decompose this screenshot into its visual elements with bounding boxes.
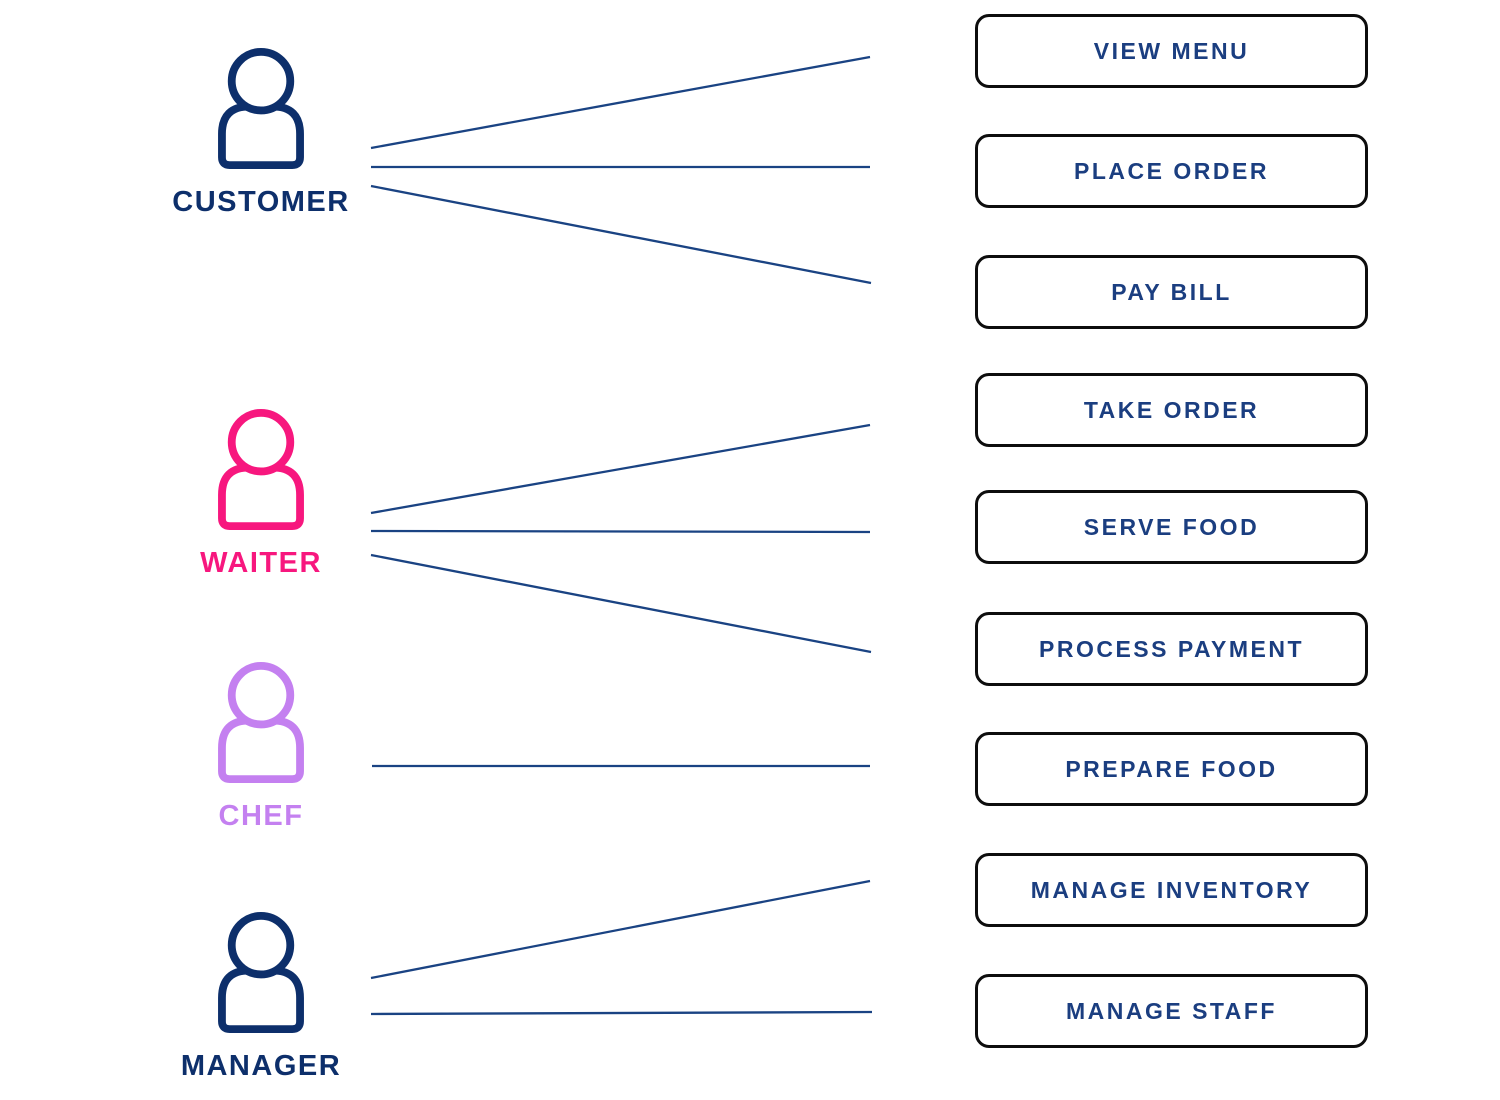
use-case-label: PAY BILL <box>1111 278 1232 305</box>
connector-manager-manage_staff <box>370 1010 873 1016</box>
use-case-prepare-food: PREPARE FOOD <box>975 732 1368 806</box>
connector-waiter-take_order <box>370 423 871 515</box>
use-case-label: PREPARE FOOD <box>1065 755 1278 782</box>
use-case-label: VIEW MENU <box>1093 37 1250 64</box>
person-icon <box>218 408 304 530</box>
connector-waiter-process_payment <box>370 553 872 654</box>
connector-waiter-serve_food <box>370 529 871 534</box>
actor-chef: CHEF <box>169 660 353 833</box>
actor-label-customer: CUSTOMER <box>172 186 350 218</box>
person-icon <box>218 47 304 169</box>
use-case-view-menu: VIEW MENU <box>975 14 1368 88</box>
use-case-label: PLACE ORDER <box>1074 157 1269 184</box>
person-icon <box>218 911 304 1033</box>
actor-label-waiter: WAITER <box>200 547 322 579</box>
connector-customer-view_menu <box>370 55 871 150</box>
use-case-place-order: PLACE ORDER <box>975 134 1368 208</box>
use-case-label: SERVE FOOD <box>1083 513 1260 540</box>
use-case-label: PROCESS PAYMENT <box>1039 635 1304 662</box>
actor-label-manager: MANAGER <box>180 1050 342 1082</box>
person-icon <box>218 661 304 783</box>
use-case-pay-bill: PAY BILL <box>975 255 1368 329</box>
use-case-serve-food: SERVE FOOD <box>975 490 1368 564</box>
connector-manager-manage_inventory <box>370 879 871 980</box>
use-case-label: MANAGE INVENTORY <box>1030 876 1313 903</box>
actor-label-chef: CHEF <box>218 800 304 832</box>
actor-manager: MANAGER <box>169 910 353 1083</box>
use-case-manage-inventory: MANAGE INVENTORY <box>975 853 1368 927</box>
use-case-manage-staff: MANAGE STAFF <box>975 974 1368 1048</box>
actor-customer: CUSTOMER <box>169 46 353 219</box>
actor-waiter: WAITER <box>169 407 353 580</box>
use-case-take-order: TAKE ORDER <box>975 373 1368 447</box>
connector-customer-pay_bill <box>370 184 872 285</box>
use-case-label: MANAGE STAFF <box>1065 997 1277 1024</box>
use-case-process-payment: PROCESS PAYMENT <box>975 612 1368 686</box>
use-case-label: TAKE ORDER <box>1083 396 1260 423</box>
